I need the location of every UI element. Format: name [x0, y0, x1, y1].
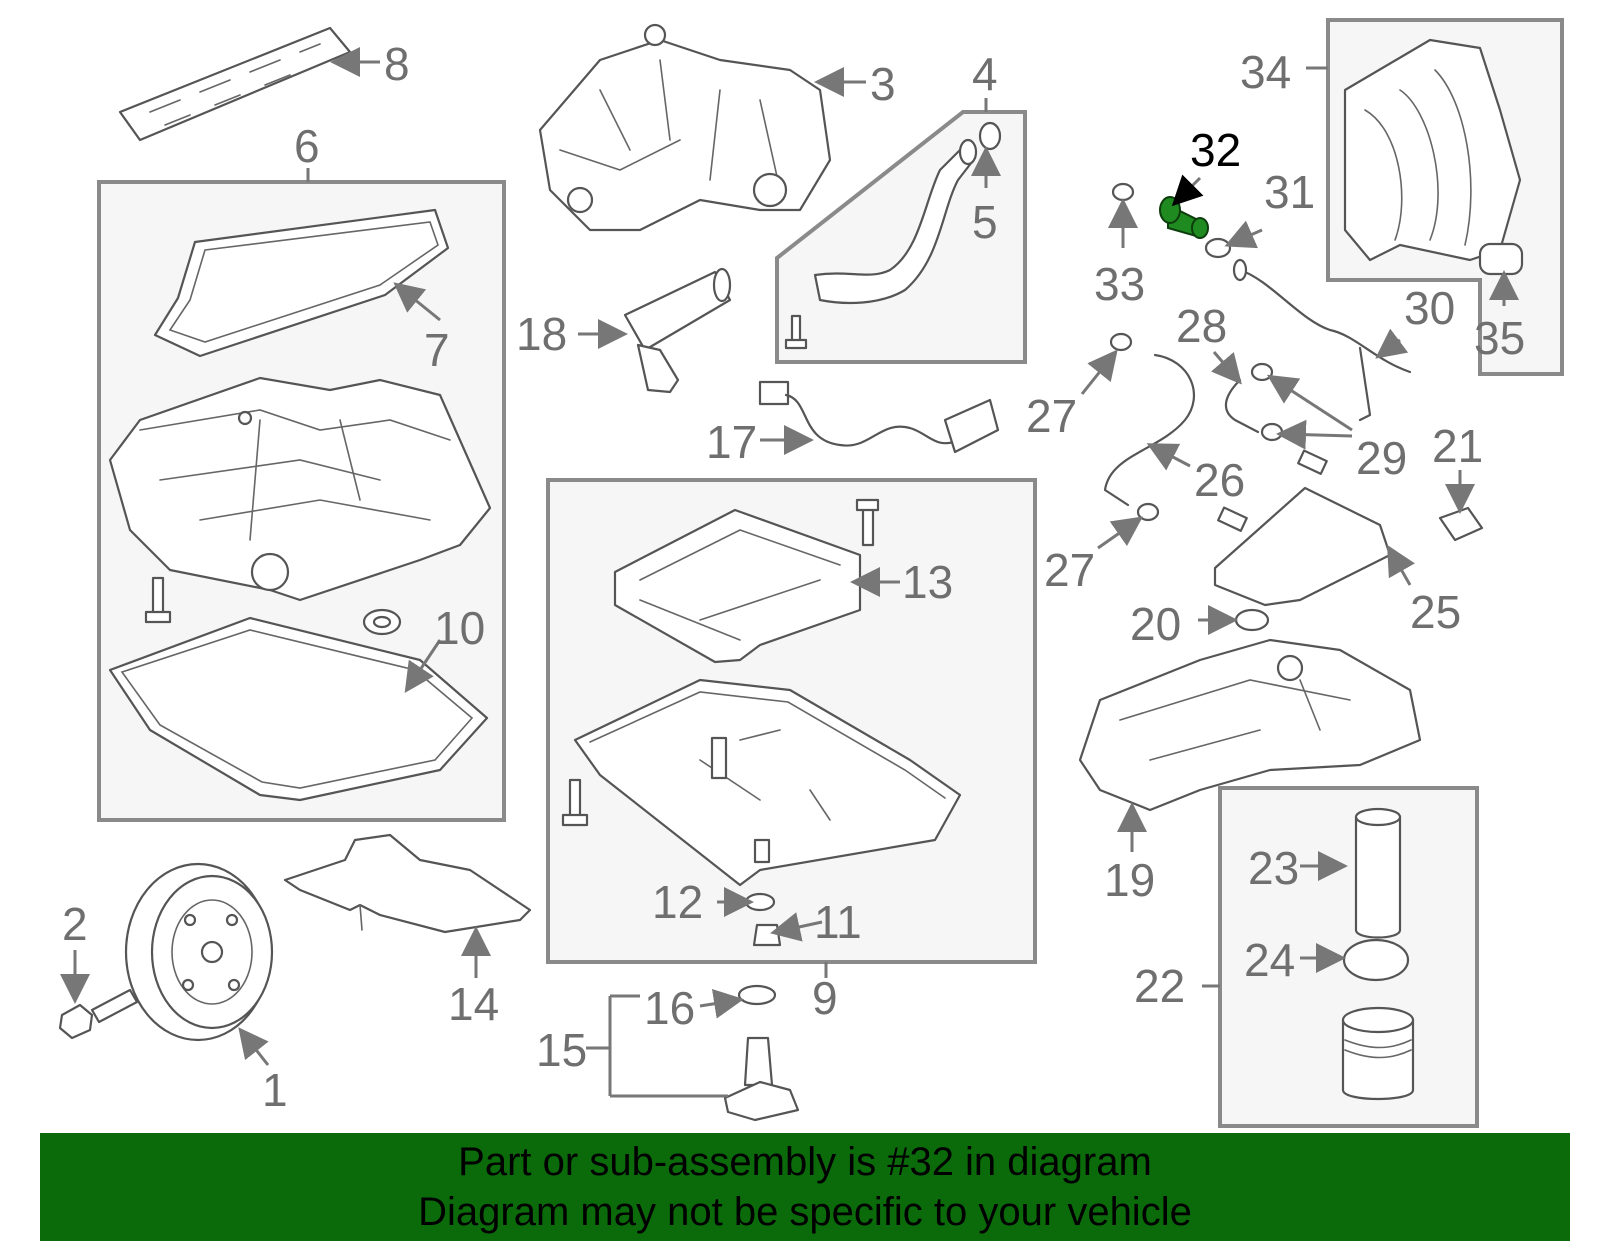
callout-17: 17 [706, 416, 757, 468]
callout-19: 19 [1104, 854, 1155, 906]
part-31-clamp [1204, 237, 1232, 259]
part-3-oil-pump [538, 23, 832, 232]
part-20-o-ring [1234, 608, 1270, 632]
callout-24: 24 [1244, 934, 1295, 986]
info-banner: Part or sub-assembly is #32 in diagram D… [40, 1133, 1570, 1241]
callout-28: 28 [1176, 300, 1227, 352]
part-6-upper-oil-pan [108, 376, 492, 602]
callout-9: 9 [812, 972, 838, 1024]
callout-3: 3 [870, 58, 896, 110]
part-22-filter-cap [1341, 1006, 1415, 1101]
callout-31: 31 [1264, 166, 1315, 218]
part-23-filter-element [1354, 807, 1402, 939]
part-27-clamp-bottom [1136, 502, 1160, 522]
part-7-gasket [153, 208, 450, 358]
banner-line-2: Diagram may not be specific to your vehi… [418, 1190, 1192, 1234]
callout-5: 5 [972, 196, 998, 248]
banner-line-1: Part or sub-assembly is #32 in diagram [458, 1140, 1152, 1184]
part-15-plug [723, 1036, 800, 1122]
part-26-hose [1103, 353, 1195, 507]
callout-23: 23 [1248, 842, 1299, 894]
part-16-seal [737, 984, 777, 1006]
part-10-pan-gasket [108, 616, 489, 802]
callout-7: 7 [424, 324, 450, 376]
callout-26: 26 [1194, 454, 1245, 506]
part-25-oil-cooler [1213, 449, 1392, 607]
callout-6: 6 [294, 120, 320, 172]
callout-15: 15 [536, 1024, 587, 1076]
callout-27-bottom: 27 [1044, 544, 1095, 596]
callout-11: 11 [814, 896, 862, 948]
callout-35: 35 [1474, 312, 1525, 364]
part-29-clamp-top [1250, 362, 1274, 382]
part-5-o-ring [978, 121, 1002, 151]
callout-12: 12 [652, 876, 703, 928]
callout-10: 10 [434, 602, 485, 654]
part-2-bolt [58, 988, 139, 1040]
callout-numbers: 1 2 3 4 5 6 7 8 9 10 11 12 13 14 15 16 1… [62, 38, 1525, 1116]
callout-13: 13 [902, 556, 953, 608]
callout-30: 30 [1404, 282, 1455, 334]
callout-34: 34 [1240, 46, 1291, 98]
part-14-shield [283, 833, 532, 934]
part-19-filter-housing [1078, 638, 1422, 812]
callout-22: 22 [1134, 960, 1185, 1012]
part-29-clamp-bottom [1260, 422, 1284, 442]
callout-21: 21 [1432, 420, 1483, 472]
leader-lines [60, 47, 1519, 1098]
callout-25: 25 [1410, 586, 1461, 638]
callout-16: 16 [644, 982, 695, 1034]
callout-2: 2 [62, 898, 88, 950]
part-18-pcv-valve [623, 267, 732, 394]
part-17-sensor [758, 380, 1000, 454]
callout-29: 29 [1356, 432, 1407, 484]
callout-18: 18 [516, 308, 567, 360]
part-32-highlighted-fitting [1159, 196, 1209, 239]
part-9-lower-pan [561, 678, 962, 947]
part-8-baffle [118, 26, 352, 142]
part-1-pulley [124, 862, 274, 1042]
part-28-hose [1224, 378, 1260, 434]
callout-1: 1 [262, 1064, 288, 1116]
callout-20: 20 [1130, 598, 1181, 650]
part-35-gasket [1478, 242, 1524, 276]
callout-8: 8 [384, 38, 410, 90]
part-33-clamp [1111, 182, 1135, 202]
callout-4: 4 [972, 48, 998, 100]
callout-14: 14 [448, 978, 499, 1030]
callout-32: 32 [1190, 124, 1241, 176]
callout-33: 33 [1094, 258, 1145, 310]
part-13-baffle [613, 498, 880, 664]
part-30-breather-tube [1232, 258, 1412, 422]
part-24-o-ring [1342, 938, 1410, 982]
part-10-oil-seal-bolt [144, 576, 402, 636]
part-27-clamp-top [1109, 332, 1133, 352]
part-21-sensor [1438, 506, 1484, 542]
callout-27-top: 27 [1026, 390, 1077, 442]
